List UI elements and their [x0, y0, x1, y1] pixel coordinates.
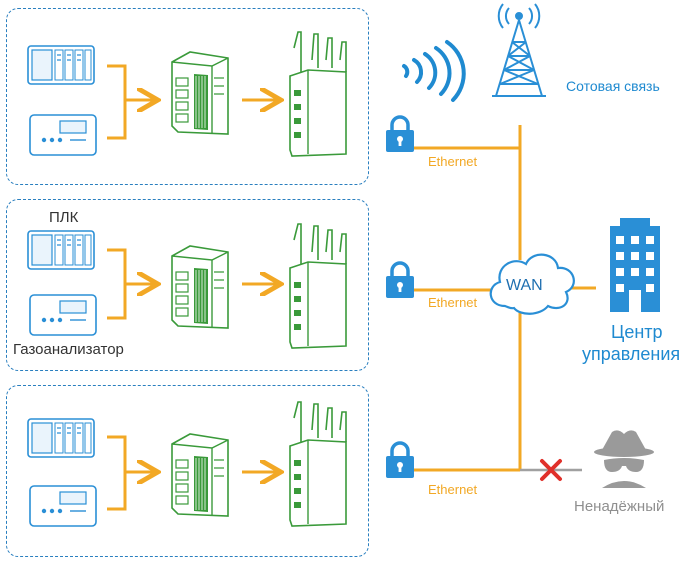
ethernet-label-3: Ethernet — [428, 482, 478, 497]
wan-label: WAN — [506, 277, 543, 294]
plc-icon — [27, 418, 95, 458]
untrusted-label: Ненадёжный — [574, 498, 665, 515]
plc-icon — [27, 45, 95, 85]
lock-icon — [384, 261, 416, 300]
lock-icon — [384, 441, 416, 480]
cellular-label: Сотовая связь — [566, 78, 660, 94]
cross-icon — [540, 459, 562, 481]
plc-icon — [27, 230, 95, 270]
gas-analyzer-icon — [29, 294, 97, 336]
lock-icon — [384, 115, 416, 154]
router-icon — [289, 223, 347, 349]
gateway-icon — [171, 51, 229, 135]
site-panel-1 — [6, 8, 369, 185]
site-panel-3 — [6, 385, 369, 557]
gateway-icon — [171, 245, 229, 329]
ethernet-label-1: Ethernet — [428, 154, 478, 169]
cloud-icon — [489, 253, 575, 315]
cell-tower-icon — [492, 3, 546, 97]
router-icon — [289, 31, 347, 157]
gas-analyzer-label: Газоанализатор — [13, 341, 124, 358]
control-center-label-line2: управления — [582, 344, 681, 364]
gateway-icon — [171, 433, 229, 517]
router-icon — [289, 401, 347, 527]
wireless-waves-icon — [402, 40, 466, 102]
building-icon — [610, 218, 660, 312]
control-center-label-line1: Центр — [611, 322, 663, 342]
plc-label: ПЛК — [49, 209, 79, 226]
gas-analyzer-icon — [29, 485, 97, 527]
spy-icon — [594, 430, 654, 488]
gas-analyzer-icon — [29, 114, 97, 156]
site-panel-2 — [6, 199, 369, 371]
ethernet-label-2: Ethernet — [428, 295, 478, 310]
